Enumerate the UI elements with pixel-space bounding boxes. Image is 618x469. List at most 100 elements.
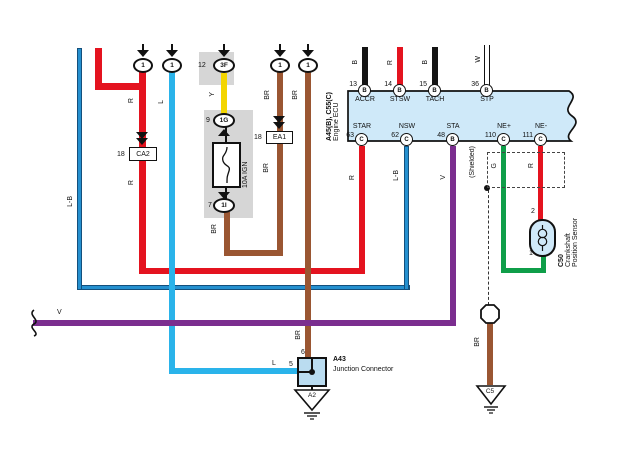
arrow-stem [223, 44, 225, 52]
arrow-stem [142, 44, 144, 52]
connector-1i-pin: 7 [208, 202, 212, 209]
ecu-signal-label: NSW [398, 123, 416, 130]
ground-symbol [475, 385, 507, 414]
wire-red-stsw [397, 47, 403, 85]
wire-red-feed-h [95, 83, 146, 90]
ecu-pin-oval: B [446, 133, 459, 146]
junction-inner-v [311, 359, 313, 372]
wire-label: BR [292, 90, 299, 100]
continuation-mark [31, 309, 37, 337]
ecu-pin-number: 48 [437, 132, 445, 139]
wire-label: L-B [67, 196, 74, 207]
wire-yellow-v [221, 73, 227, 115]
ecu-pin-number: 62 [391, 132, 399, 139]
arrow-stem [279, 44, 281, 52]
connector-3f-pin: 12 [198, 62, 206, 69]
ecu-pin-oval: C [400, 133, 413, 146]
circle-connector: 1 [133, 58, 153, 73]
coil-icon [537, 225, 548, 251]
shielded-label: (Shielded) [469, 146, 476, 178]
fuse-element-icon [221, 146, 231, 184]
wire-label: R [128, 98, 135, 104]
shield-drain-line [488, 190, 489, 305]
arrow-stem [307, 44, 309, 52]
wire-label: R [349, 175, 356, 181]
wire-red-ne-v [538, 146, 543, 220]
chevron-down-icon [273, 122, 285, 129]
wire-label: BR [264, 90, 271, 100]
chevron-down-icon [136, 132, 148, 139]
shielded-area-box [487, 152, 565, 188]
wire-red-star-v [359, 146, 365, 274]
ecu-pin-number: 36 [471, 81, 479, 88]
wire-v-h [33, 320, 456, 326]
fuse-rating-label: 10A IGN [242, 161, 249, 188]
wire-l-h [169, 368, 297, 374]
wire-label: W [475, 56, 482, 63]
wire-label: G [491, 163, 498, 169]
wire-label: L-B [393, 170, 400, 181]
chevron-down-icon [273, 116, 285, 123]
ecu-pin-number: 15 [419, 81, 427, 88]
wire-green-h [501, 268, 546, 273]
connector-ea1-pin: 18 [254, 134, 262, 141]
connector-ca2-pin: 18 [117, 151, 125, 158]
ecu-pin-number: 13 [349, 81, 357, 88]
wire-br-u-h [224, 250, 283, 256]
ecu-signal-label: NE+ [497, 123, 511, 130]
junction-ground-stem [311, 387, 313, 390]
wire-label: B [352, 60, 359, 65]
connector-ea1: EA1 [266, 131, 293, 144]
wire-black-tach [432, 47, 438, 85]
wire-label: BR [295, 330, 302, 340]
junction-pin-left: 5 [289, 361, 293, 368]
shield-junction-dot [484, 185, 490, 191]
wire-label: BR [263, 163, 270, 173]
wire-label: R [128, 180, 135, 186]
connector-ca2: CA2 [129, 147, 157, 161]
ecu-pin-oval: C [355, 133, 368, 146]
wire-label: Y [209, 92, 216, 97]
wire-red-star-h [139, 268, 365, 274]
wire-green-up-v [541, 254, 546, 273]
ecu-pin-number: 111 [522, 132, 533, 139]
ecu-pin-oval: B [358, 84, 371, 97]
ecu-signal-label: NE- [534, 123, 548, 130]
ecu-pin-oval: C [497, 133, 510, 146]
ground-code: A2 [308, 392, 316, 399]
ecu-block [347, 90, 577, 142]
ecu-signal-label: STA [446, 123, 460, 130]
wire-label: V [57, 309, 62, 316]
junction-wire-label: L [272, 360, 276, 367]
junction-inner-h [299, 371, 312, 373]
junction-node-dot [309, 369, 315, 375]
wire-white-stp [484, 45, 490, 85]
wire-label: R [387, 60, 394, 66]
wire-red-main-v [139, 72, 146, 274]
arrow-down-icon [218, 50, 230, 57]
wire-br-ea1-v [277, 72, 283, 256]
chevron-down-icon [136, 138, 148, 145]
wire-red-feed-v [95, 48, 102, 90]
ecu-signal-label: STAR [352, 123, 372, 130]
arrow-stem [171, 44, 173, 52]
wire-lb-nsw-v [404, 146, 409, 290]
wire-lb-h [77, 285, 410, 290]
circle-connector: 1 [270, 58, 290, 73]
wire-br-junction-v [305, 72, 311, 357]
connector-1g: 1G [213, 113, 235, 128]
ground-code: C5 [485, 388, 495, 395]
arrow-down-icon [218, 192, 230, 199]
connector-1i: 1I [213, 198, 235, 213]
wire-br-drain-v [487, 322, 493, 385]
circle-connector: 1 [162, 58, 182, 73]
wire-label: V [440, 175, 447, 180]
arrow-down-icon [302, 50, 314, 57]
wire-label: R [528, 163, 535, 169]
circle-connector: 1 [298, 58, 318, 73]
wire-label: BR [474, 337, 481, 347]
wire-label: B [422, 60, 429, 65]
ecu-pin-number: 110 [484, 132, 496, 139]
junction-id: A43 [333, 356, 346, 363]
